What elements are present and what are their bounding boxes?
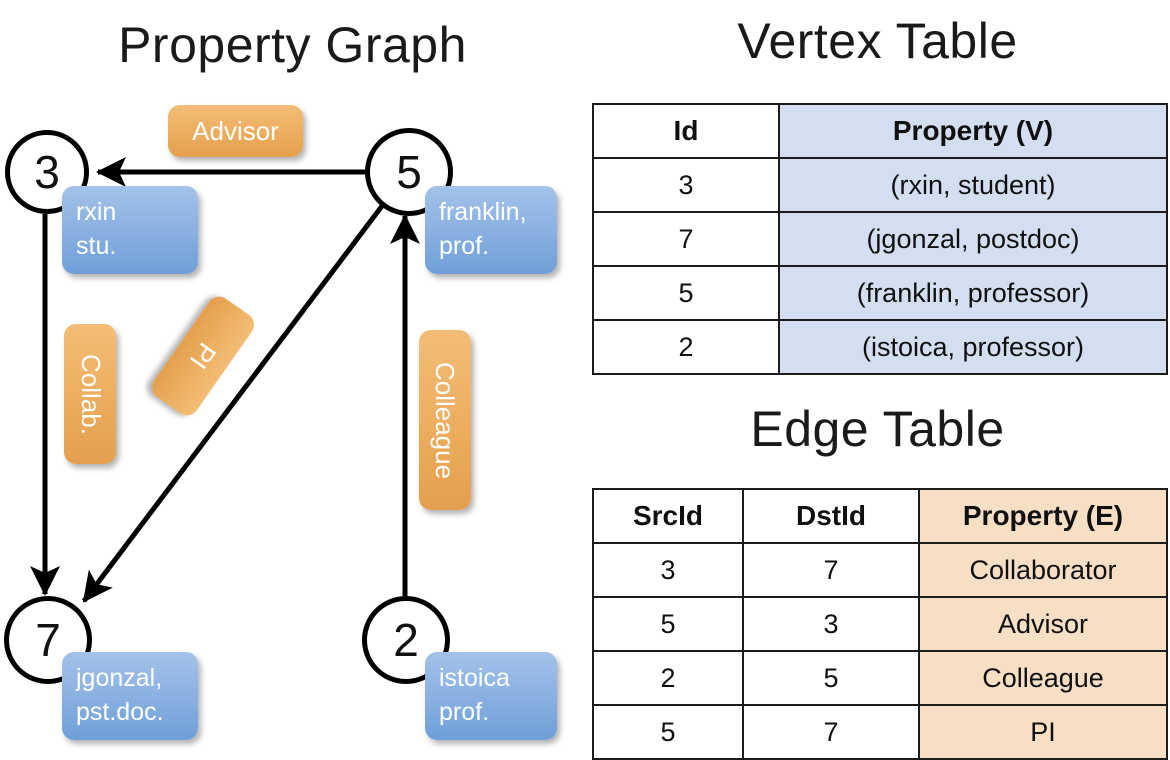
vertex-table: Id Property (V) 3 (rxin, student) 7 (jgo… bbox=[592, 103, 1168, 375]
vertex-property-line1: jgonzal, bbox=[76, 664, 163, 692]
edge-property-badge-colleague[interactable]: Colleague bbox=[419, 330, 471, 510]
cell-dstid: 3 bbox=[742, 596, 920, 652]
cell-property: PI bbox=[918, 704, 1168, 760]
cell-property: Collaborator bbox=[918, 542, 1168, 598]
edge-property-label: Advisor bbox=[192, 115, 279, 146]
cell-srcid: 2 bbox=[592, 650, 744, 706]
node-id-label: 7 bbox=[35, 614, 61, 666]
vertex-property-line1: franklin, bbox=[439, 198, 527, 226]
table-header-row: Id Property (V) bbox=[592, 103, 1168, 159]
page-title-edge-table: Edge Table bbox=[750, 401, 1005, 457]
table-row[interactable]: 5 (franklin, professor) bbox=[592, 265, 1168, 321]
cell-srcid: 3 bbox=[592, 542, 744, 598]
edge-property-label: Colleague bbox=[430, 361, 461, 479]
edge-property-label: Collab. bbox=[75, 353, 106, 435]
vertex-property-line1: rxin bbox=[76, 198, 117, 226]
edge-table: SrcId DstId Property (E) 3 7 Collaborato… bbox=[592, 488, 1168, 760]
vertex-property-badge-3[interactable]: rxin stu. bbox=[62, 186, 198, 274]
edge-property-badge-collab[interactable]: Collab. bbox=[64, 324, 116, 464]
cell-srcid: 5 bbox=[592, 596, 744, 652]
column-header-property-e: Property (E) bbox=[918, 488, 1168, 544]
cell-property: Advisor bbox=[918, 596, 1168, 652]
column-header-property-v: Property (V) bbox=[778, 103, 1168, 159]
page-title-property-graph: Property Graph bbox=[118, 17, 467, 73]
vertex-property-line1: istoica bbox=[439, 664, 510, 692]
node-id-label: 5 bbox=[396, 146, 422, 198]
cell-id: 7 bbox=[592, 211, 780, 267]
page-title-vertex-table: Vertex Table bbox=[737, 13, 1018, 69]
column-header-dstid: DstId bbox=[742, 488, 920, 544]
cell-dstid: 5 bbox=[742, 650, 920, 706]
column-header-id: Id bbox=[592, 103, 780, 159]
node-circle-2[interactable]: 2 bbox=[362, 596, 450, 684]
cell-id: 5 bbox=[592, 265, 780, 321]
vertex-property-badge-2[interactable]: istoica prof. bbox=[425, 652, 557, 740]
property-graph-diagram: 3 5 7 2 rxin stu. franklin, prof. jgonza… bbox=[4, 105, 557, 740]
table-row[interactable]: 7 (jgonzal, postdoc) bbox=[592, 211, 1168, 267]
vertex-property-line2: stu. bbox=[76, 231, 117, 260]
cell-property: (rxin, student) bbox=[778, 157, 1168, 213]
cell-property: (franklin, professor) bbox=[778, 265, 1168, 321]
table-header-row: SrcId DstId Property (E) bbox=[592, 488, 1168, 544]
vertex-property-badge-7[interactable]: jgonzal, pst.doc. bbox=[62, 652, 198, 740]
vertex-property-line2: pst.doc. bbox=[76, 697, 164, 726]
cell-srcid: 5 bbox=[592, 704, 744, 760]
vertex-property-line2: prof. bbox=[439, 697, 490, 726]
edge-property-badge-advisor[interactable]: Advisor bbox=[168, 105, 303, 157]
cell-dstid: 7 bbox=[742, 704, 920, 760]
table-row[interactable]: 2 5 Colleague bbox=[592, 650, 1168, 706]
vertex-property-badge-5[interactable]: franklin, prof. bbox=[425, 186, 557, 274]
table-row[interactable]: 5 7 PI bbox=[592, 704, 1168, 760]
cell-property: (istoica, professor) bbox=[778, 319, 1168, 375]
vertex-property-line2: prof. bbox=[439, 231, 490, 260]
edge-property-label: PI bbox=[184, 337, 223, 375]
table-row[interactable]: 5 3 Advisor bbox=[592, 596, 1168, 652]
node-circle-5[interactable]: 5 bbox=[365, 128, 453, 216]
table-row[interactable]: 2 (istoica, professor) bbox=[592, 319, 1168, 375]
table-row[interactable]: 3 (rxin, student) bbox=[592, 157, 1168, 213]
cell-property: Colleague bbox=[918, 650, 1168, 706]
table-row[interactable]: 3 7 Collaborator bbox=[592, 542, 1168, 598]
graph-edges-svg bbox=[30, 157, 420, 603]
node-id-label: 3 bbox=[34, 146, 60, 198]
cell-dstid: 7 bbox=[742, 542, 920, 598]
cell-id: 3 bbox=[592, 157, 780, 213]
node-id-label: 2 bbox=[393, 614, 419, 666]
cell-property: (jgonzal, postdoc) bbox=[778, 211, 1168, 267]
column-header-srcid: SrcId bbox=[592, 488, 744, 544]
edge-5-to-7-pi bbox=[82, 204, 384, 603]
cell-id: 2 bbox=[592, 319, 780, 375]
